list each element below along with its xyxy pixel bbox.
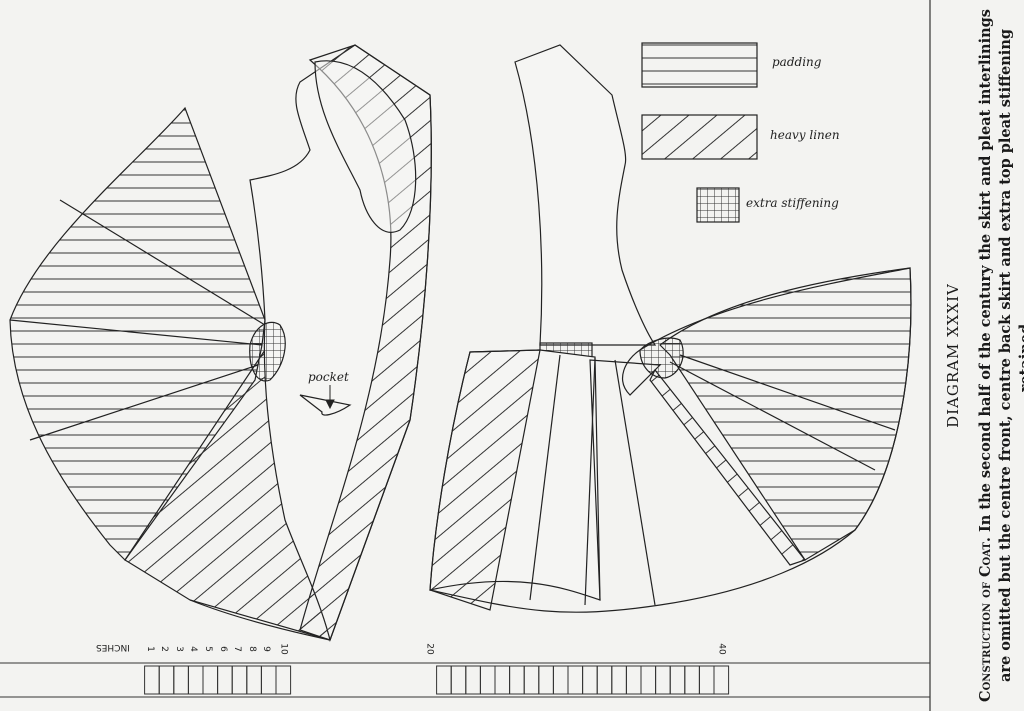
scale-inch-box (640, 665, 657, 695)
scale-inch-box (494, 665, 511, 695)
scale-tick-label: 9 (261, 646, 272, 652)
scale-inch-box (450, 665, 467, 695)
scale-tick-label: 40 (716, 643, 727, 655)
scale-inch-box (538, 665, 554, 695)
scale-tick-label: 6 (217, 646, 228, 652)
legend-swatch-heavy-linen (641, 114, 758, 160)
scale-inch-box (698, 665, 715, 695)
inch-scale (0, 662, 930, 698)
scale-inch-box (669, 665, 686, 695)
scale-inch-box (655, 665, 671, 695)
scale-inch-box (625, 665, 642, 695)
scale-inch-box (187, 665, 204, 695)
legend-label-padding: padding (772, 55, 822, 69)
legend-swatch-padding (641, 42, 758, 88)
legend-label-heavy-linen: heavy linen (770, 128, 840, 142)
scale-tick-label: 10 (278, 643, 289, 655)
pocket-arrow (325, 385, 335, 410)
scale-inch-box (509, 665, 525, 695)
pocket-label: pocket (308, 370, 349, 384)
scale-inch-box (684, 665, 700, 695)
scale-inch-box (202, 665, 219, 695)
scale-inch-box (275, 665, 292, 695)
scale-inch-box (246, 665, 262, 695)
scale-inch-box (713, 665, 730, 695)
scale-inch-box (217, 665, 233, 695)
caption: DIAGRAM XXXIV Construction of Coat. In t… (940, 0, 1024, 711)
scale-inch-box (596, 665, 613, 695)
scale-inch-box (479, 665, 496, 695)
legend-label-extra-stiffening: extra stiffening (746, 196, 839, 210)
scale-tick-label: 8 (246, 646, 257, 652)
scale-inch-box (231, 665, 248, 695)
scale-inch-box (582, 665, 598, 695)
legend (641, 42, 758, 223)
scale-inch-box (144, 665, 160, 695)
left-front-body (249, 44, 432, 643)
scale-tick-label: 1 (144, 646, 155, 652)
scale-inch-box (158, 665, 175, 695)
legend-swatch-extra-stiffening (696, 187, 740, 223)
scale-inch-box (552, 665, 569, 695)
scale-unit-label: INCHES (96, 642, 130, 652)
right-back-piece (429, 44, 912, 613)
scale-tick-label: 2 (159, 646, 170, 652)
caption-body: Construction of Coat. In the second half… (976, 0, 1024, 711)
scale-inch-box (567, 665, 584, 695)
scale-inch-box (611, 665, 627, 695)
scale-inch-box (465, 665, 481, 695)
scale-inch-box (523, 665, 540, 695)
scale-tick-label: 7 (232, 646, 243, 652)
scale-tick-label: 20 (424, 643, 435, 655)
scale-inch-box (436, 665, 452, 695)
scale-inch-box (173, 665, 189, 695)
scale-tick-label: 3 (173, 646, 184, 652)
caption-title: DIAGRAM XXXIV (944, 283, 962, 428)
caption-lead: Construction of Coat. (977, 537, 994, 702)
scale-tick-label: 4 (188, 646, 199, 652)
scale-inch-box (260, 665, 277, 695)
scale-tick-label: 5 (202, 646, 213, 652)
